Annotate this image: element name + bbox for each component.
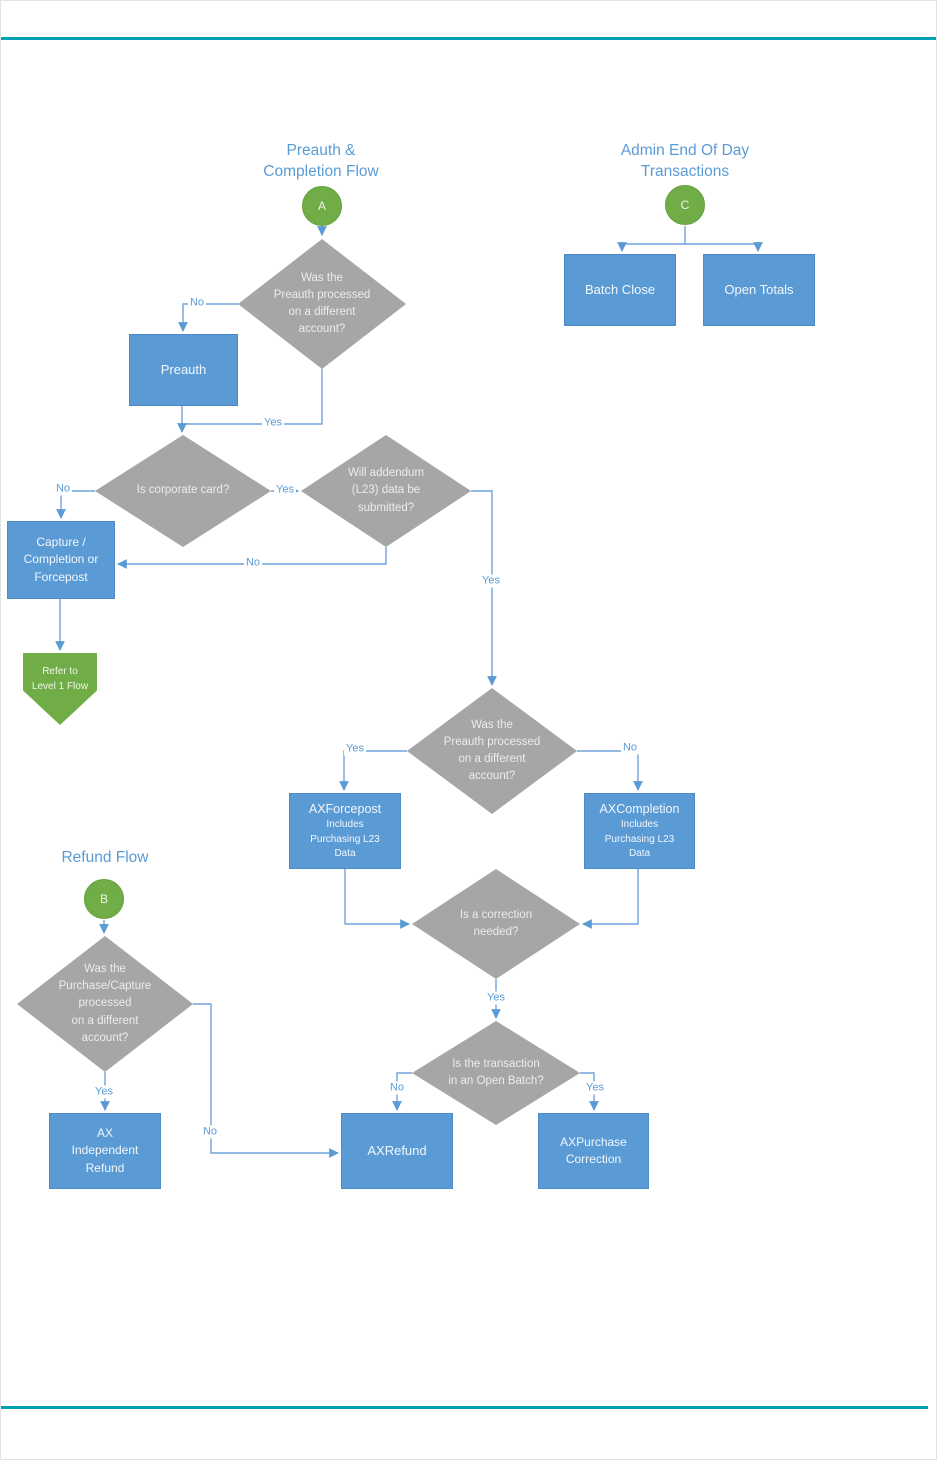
preauth-box: Preauth (129, 334, 238, 406)
axcompletion-subtext: Includes Purchasing L23 Data (604, 819, 675, 860)
start-connector-a: A (302, 186, 342, 226)
bottom-rule (1, 1406, 928, 1409)
axcompletion-box: AXCompletion Includes Purchasing L23 Dat… (584, 793, 695, 869)
edge-label-correction-yes: Yes (485, 991, 507, 1005)
axcompletion-title: AXCompletion (599, 802, 680, 817)
axforcepost-subtext: Includes Purchasing L23 Data (310, 819, 380, 860)
axforcepost-title: AXForcepost (308, 802, 382, 817)
edge-label-openbatch-yes: Yes (584, 1081, 606, 1095)
open-totals-box: Open Totals (703, 254, 815, 326)
edge-label-refund-no: No (200, 1125, 220, 1139)
axpurchase-correction-box: AXPurchase Correction (538, 1113, 649, 1189)
top-rule (1, 37, 936, 40)
edge-label-corporate-yes: Yes (274, 483, 296, 497)
capture-box: Capture / Completion or Forcepost (7, 521, 115, 599)
edge-label-account2-no: No (620, 741, 640, 755)
axrefund-box: AXRefund (341, 1113, 453, 1189)
edge-label-preauth-no: No (187, 296, 207, 310)
refund-flow-title: Refund Flow (61, 849, 149, 866)
edge-label-addendum-no: No (243, 556, 263, 570)
admin-flow-title: Admin End Of Day Transactions (620, 142, 750, 180)
ax-independent-refund-box: AX Independent Refund (49, 1113, 161, 1189)
preauth-flow-title: Preauth & Completion Flow (263, 142, 379, 180)
edge-label-openbatch-no: No (387, 1081, 407, 1095)
edge-label-preauth-yes: Yes (262, 416, 284, 430)
start-connector-c: C (665, 185, 705, 225)
start-connector-b: B (84, 879, 124, 919)
edge-label-account2-yes: Yes (344, 742, 366, 756)
axforcepost-box: AXForcepost Includes Purchasing L23 Data (289, 793, 401, 869)
batch-close-box: Batch Close (564, 254, 676, 326)
edge-label-corporate-no: No (53, 482, 73, 496)
edge-label-refund-yes: Yes (93, 1085, 115, 1099)
edge-label-addendum-yes: Yes (480, 574, 502, 588)
